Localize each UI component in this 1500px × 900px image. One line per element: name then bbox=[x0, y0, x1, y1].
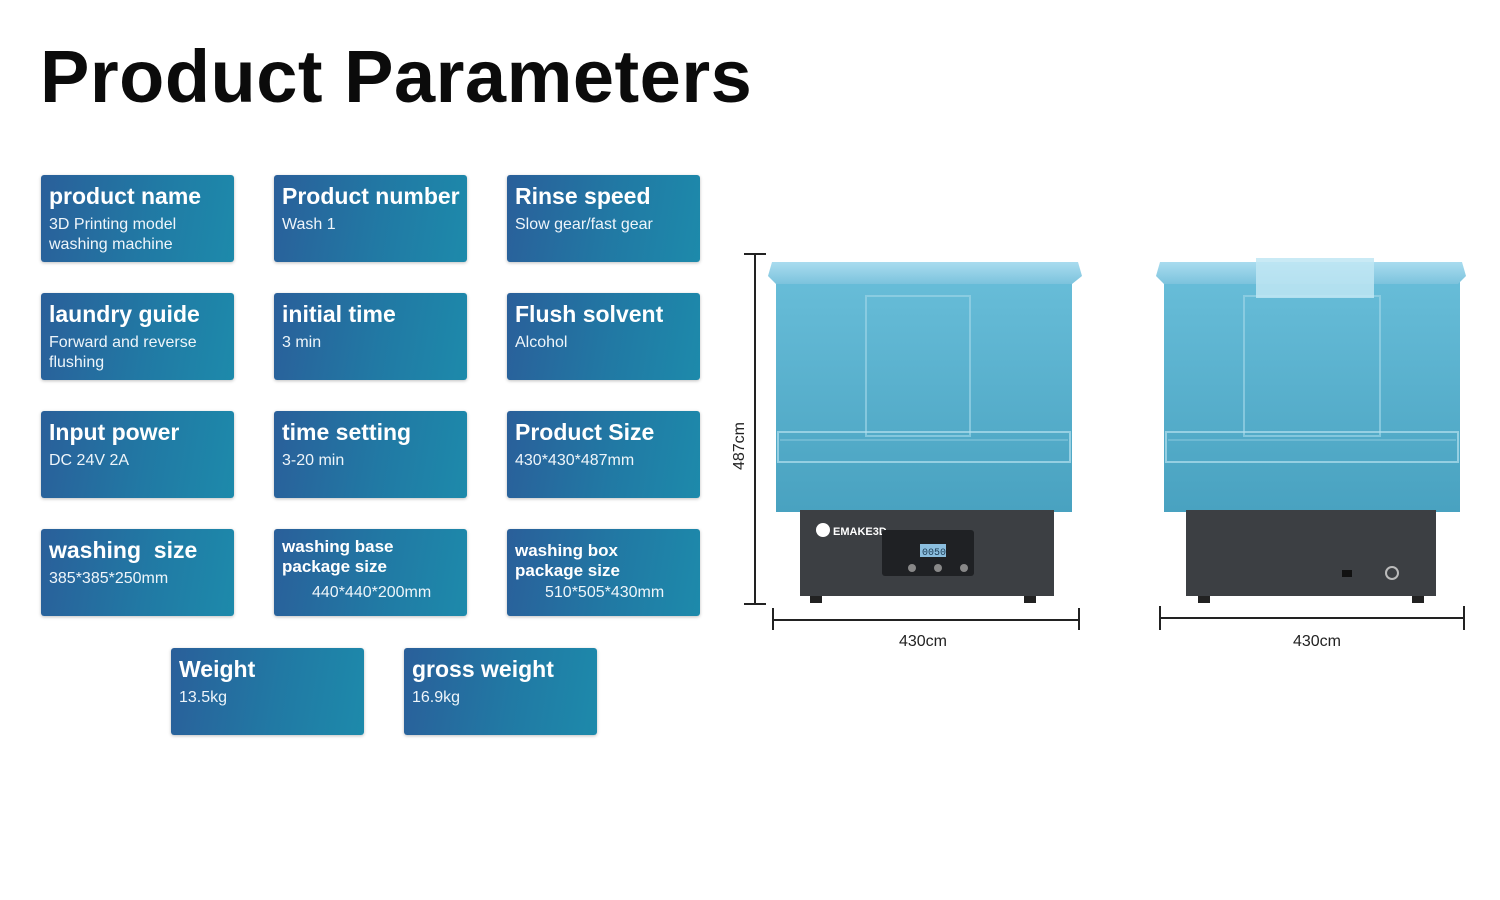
param-label: Weight bbox=[179, 656, 256, 682]
height-label: 487cm bbox=[731, 422, 748, 470]
param-label: product name bbox=[49, 183, 202, 209]
param-label-text: washing box package size bbox=[515, 541, 620, 580]
param-card-product-number: Product number Wash 1 bbox=[274, 175, 467, 262]
param-value: 13.5kg bbox=[179, 689, 228, 706]
param-card-washing-box-package-size: washing box package size 510*505*430mm bbox=[507, 529, 700, 616]
display-readout: 0050 bbox=[922, 548, 946, 559]
param-value: Slow gear/fast gear bbox=[515, 216, 653, 233]
back-width-label: 430cm bbox=[1293, 633, 1341, 650]
param-card-laundry-guide: laundry guide Forward and reverse flushi… bbox=[41, 293, 234, 380]
param-value: 510*505*430mm bbox=[545, 584, 665, 601]
param-card-input-power: Input power DC 24V 2A bbox=[41, 411, 234, 498]
param-label: Flush solvent bbox=[515, 301, 664, 327]
param-value: DC 24V 2A bbox=[49, 452, 130, 469]
param-label-text: washing base package size bbox=[282, 537, 394, 576]
param-value: 385*385*250mm bbox=[49, 570, 169, 587]
param-card-washing-base-package-size: washing base package size 440*440*200mm bbox=[274, 529, 467, 616]
param-card-flush-solvent: Flush solvent Alcohol bbox=[507, 293, 700, 380]
product-illustration: 487cm EMAKE3D 0050 430cm bbox=[731, 253, 1466, 650]
param-card-initial-time: initial time 3 min bbox=[274, 293, 467, 380]
param-card-gross-weight: gross weight 16.9kg bbox=[404, 648, 597, 735]
param-label: washing box package size bbox=[515, 541, 692, 581]
front-view: EMAKE3D 0050 bbox=[768, 262, 1082, 603]
front-width-dimension: 430cm bbox=[772, 608, 1080, 650]
param-label: Product number bbox=[282, 183, 460, 209]
param-card-washing-size: washing size 385*385*250mm bbox=[41, 529, 234, 616]
param-label: time setting bbox=[282, 419, 412, 445]
param-value: Wash 1 bbox=[282, 216, 336, 233]
param-value: 3-20 min bbox=[282, 452, 345, 469]
param-value: 3 min bbox=[282, 334, 322, 351]
param-card-rinse-speed: Rinse speed Slow gear/fast gear bbox=[507, 175, 700, 262]
param-value: 430*430*487mm bbox=[515, 452, 635, 469]
param-value: 440*440*200mm bbox=[312, 584, 432, 601]
param-label: gross weight bbox=[412, 656, 554, 682]
page-title: Product Parameters bbox=[40, 35, 753, 118]
param-label: washing base package size bbox=[282, 537, 459, 577]
param-value-text: 3D Printing model washing machine bbox=[49, 216, 177, 253]
param-value: Alcohol bbox=[515, 334, 568, 351]
back-view bbox=[1156, 258, 1466, 603]
brand-name: EMAKE3D bbox=[833, 526, 887, 538]
param-value: 3D Printing model washing machine bbox=[49, 215, 226, 255]
param-label: Rinse speed bbox=[515, 183, 651, 209]
height-dimension: 487cm bbox=[731, 253, 766, 605]
param-card-time-setting: time setting 3-20 min bbox=[274, 411, 467, 498]
param-label: initial time bbox=[282, 301, 396, 327]
front-width-label: 430cm bbox=[899, 633, 947, 650]
param-value-text: Forward and reverse flushing bbox=[49, 334, 197, 371]
param-card-product-size: Product Size 430*430*487mm bbox=[507, 411, 700, 498]
param-value: Forward and reverse flushing bbox=[49, 333, 226, 373]
param-label: washing size bbox=[49, 537, 198, 563]
param-card-product-name: product name 3D Printing model washing m… bbox=[41, 175, 234, 262]
param-label: Input power bbox=[49, 419, 180, 445]
power-switch-icon bbox=[1342, 570, 1352, 577]
param-card-weight: Weight 13.5kg bbox=[171, 648, 364, 735]
param-label: Product Size bbox=[515, 419, 655, 445]
param-value: 16.9kg bbox=[412, 689, 461, 706]
brand-logo-icon bbox=[816, 523, 830, 537]
back-width-dimension: 430cm bbox=[1159, 606, 1465, 650]
power-port-icon bbox=[1385, 566, 1399, 580]
param-label: laundry guide bbox=[49, 301, 200, 327]
